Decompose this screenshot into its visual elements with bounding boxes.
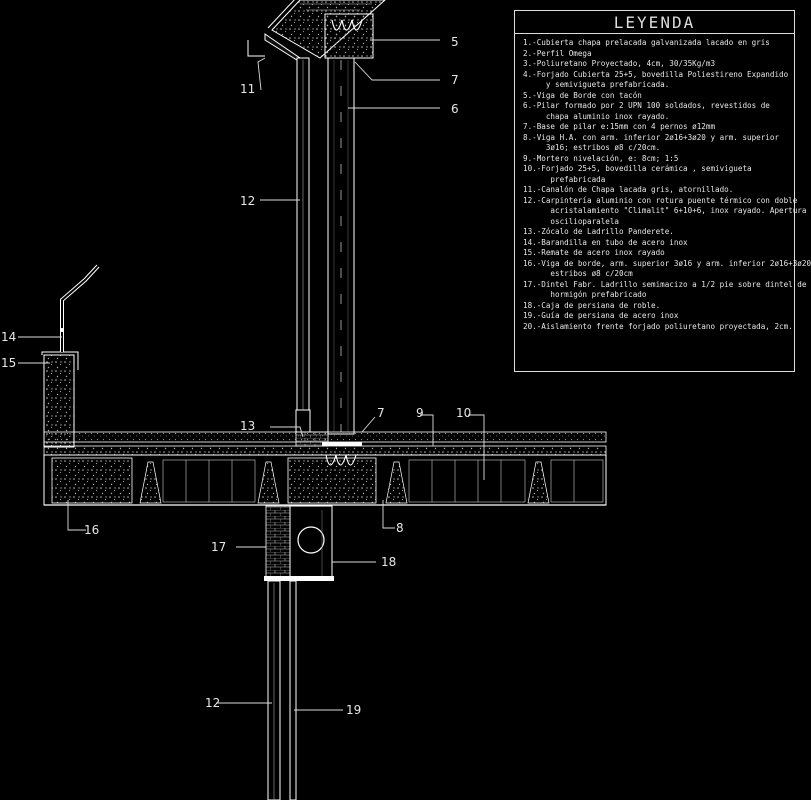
callout-13: 13 — [240, 419, 256, 433]
legend-box: LEYENDA 1.-Cubierta chapa prelacada galv… — [514, 10, 811, 372]
callout-12-top: 12 — [240, 194, 256, 208]
callout-16: 16 — [84, 523, 100, 537]
callout-15: 15 — [1, 356, 17, 370]
callout-19: 19 — [346, 703, 362, 717]
callout-11: 11 — [240, 82, 256, 96]
callout-7-top: 7 — [451, 73, 459, 87]
callout-17: 17 — [211, 540, 227, 554]
lintel-and-shutter-box — [264, 505, 334, 581]
legend-item: 11.-Canalón de Chapa lacada gris, atorni… — [523, 185, 734, 194]
legend-item: 6.-Pilar formado por 2 UPN 100 soldados,… — [523, 101, 770, 110]
legend-item: 7.-Base de pilar e:15mm con 4 pernos ø12… — [523, 122, 716, 131]
legend-item: 2.-Perfil Omega — [523, 48, 592, 58]
legend-item: acristalamiento "Climalit" 6+10+6, inox … — [523, 206, 807, 215]
lower-window-frame — [267, 580, 297, 800]
legend-item: 12.-Carpintería aluminio con rotura puen… — [523, 195, 798, 205]
legend-item: 19.-Guía de persiana de acero inox — [523, 311, 679, 320]
legend-item: 16.-Viga de borde, arm. superior 3ø16 y … — [523, 258, 811, 268]
legend-item: estribos ø8 c/20cm — [523, 269, 633, 278]
callout-10: 10 — [456, 406, 472, 420]
legend-item: 14.-Barandilla en tubo de acero inox — [523, 237, 688, 247]
parapet-and-railing — [41, 264, 100, 448]
callout-6: 6 — [451, 102, 459, 116]
legend-item: 4.-Forjado Cubierta 25+5, bovedilla Poli… — [523, 69, 789, 79]
legend-item: prefabricada — [523, 174, 606, 184]
callout-7-base: 7 — [377, 406, 385, 420]
legend-item: oscilioparalela — [523, 216, 620, 226]
callout-14: 14 — [1, 330, 17, 344]
legend-item: 9.-Mortero nivelación, e: 8cm; 1:5 — [523, 153, 679, 163]
legend-item: 8.-Viga H.A. con arm. inferior 2ø16+3ø20… — [523, 132, 780, 142]
legend-item: 5.-Viga de Borde con tacón — [523, 90, 642, 100]
legend-item: 3.-Poliuretano Proyectado, 4cm, 30/35Kg/… — [523, 59, 716, 68]
legend-item: 13.-Zócalo de Ladrillo Panderete. — [523, 227, 674, 236]
callout-12-bottom: 12 — [205, 696, 221, 710]
legend-item: 10.-Forjado 25+5, bovedilla cerámica , s… — [523, 164, 752, 173]
legend-item: chapa aluminio inox rayado. — [523, 111, 670, 121]
legend-item: y semivigueta prefabricada. — [523, 80, 670, 89]
legend-item: 18.-Caja de persiana de roble. — [523, 300, 661, 310]
callout-8: 8 — [396, 521, 404, 535]
legend-item: 15.-Remate de acero inox rayado — [523, 248, 665, 257]
leader-lines — [18, 39, 485, 711]
legend-title: LEYENDA — [613, 13, 696, 32]
roof-cover-section — [247, 0, 386, 63]
legend-item: 17.-Dintel Fabr. Ladrillo semimacizo a 1… — [523, 279, 807, 289]
legend-item: hormigón prefabricado — [523, 290, 647, 299]
legend-list: 1.-Cubierta chapa prelacada galvanizada … — [523, 38, 811, 332]
callout-18: 18 — [381, 555, 397, 569]
callout-5: 5 — [451, 35, 459, 49]
steel-column — [327, 57, 355, 435]
legend-divider — [515, 33, 794, 34]
legend-item: 20.-Aislamiento frente forjado poliureta… — [523, 321, 793, 331]
floor-slab-section — [43, 431, 607, 506]
legend-item: 3ø16; estribos ø8 c/20cm. — [523, 143, 661, 152]
upper-window-frame — [295, 57, 311, 433]
legend-item: 1.-Cubierta chapa prelacada galvanizada … — [523, 38, 770, 47]
callout-9: 9 — [416, 406, 424, 420]
